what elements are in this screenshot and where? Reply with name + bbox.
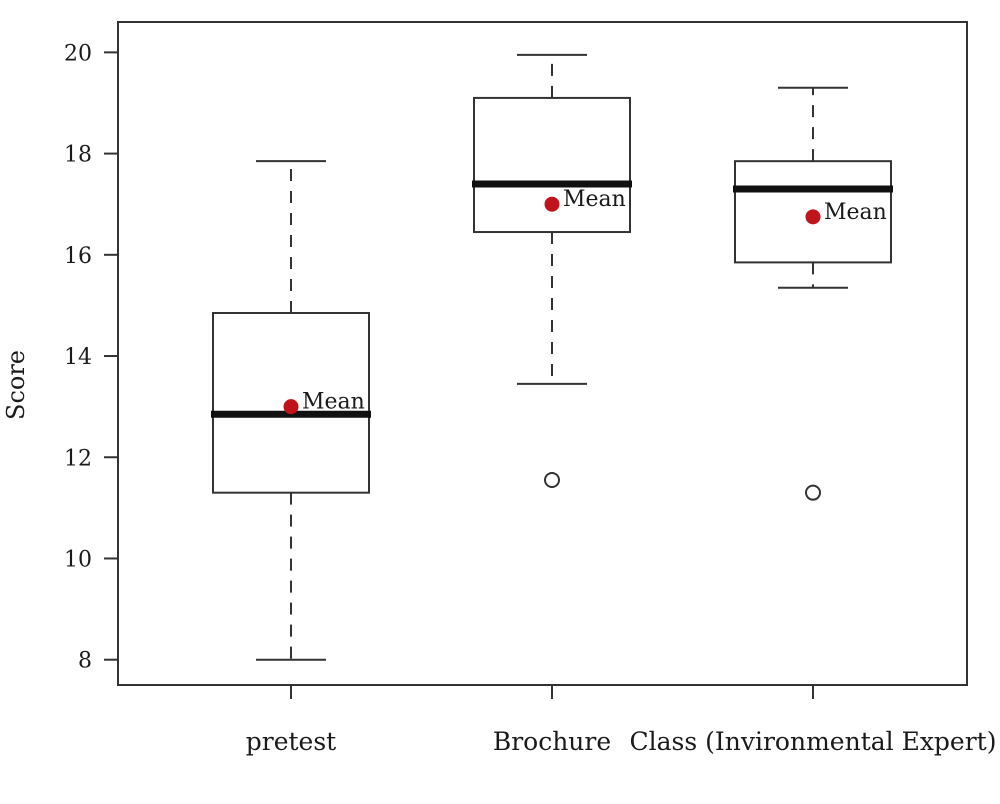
y-tick-label: 14 <box>64 345 92 370</box>
y-tick-label: 8 <box>78 649 92 674</box>
mean-label: Mean <box>302 390 365 415</box>
box-group: Mean <box>733 86 893 501</box>
x-category-label: Brochure <box>493 727 611 756</box>
outlier-point <box>544 472 560 489</box>
mean-label: Mean <box>563 187 626 212</box>
box-group: Mean <box>472 53 632 489</box>
mean-marker <box>805 209 821 225</box>
y-tick-label: 12 <box>64 446 92 471</box>
box-group: Mean <box>211 160 371 661</box>
plot-frame <box>117 21 968 686</box>
x-axis: pretest Brochure Class (Invironmental Expe… <box>246 685 997 756</box>
y-tick-label: 10 <box>64 547 92 572</box>
mean-marker <box>283 399 299 415</box>
y-axis: 8 10 12 14 16 18 20 <box>64 41 118 674</box>
x-category-label: pretest <box>246 727 336 756</box>
y-tick-label: 16 <box>64 244 92 269</box>
mean-label: Mean <box>824 200 887 225</box>
y-tick-label: 20 <box>64 41 92 66</box>
outlier-point <box>805 484 821 501</box>
mean-marker <box>544 196 560 212</box>
y-axis-title: Score <box>2 350 30 420</box>
x-category-label: Class (Invironmental Expert) <box>630 727 997 756</box>
y-tick-label: 18 <box>64 143 92 168</box>
